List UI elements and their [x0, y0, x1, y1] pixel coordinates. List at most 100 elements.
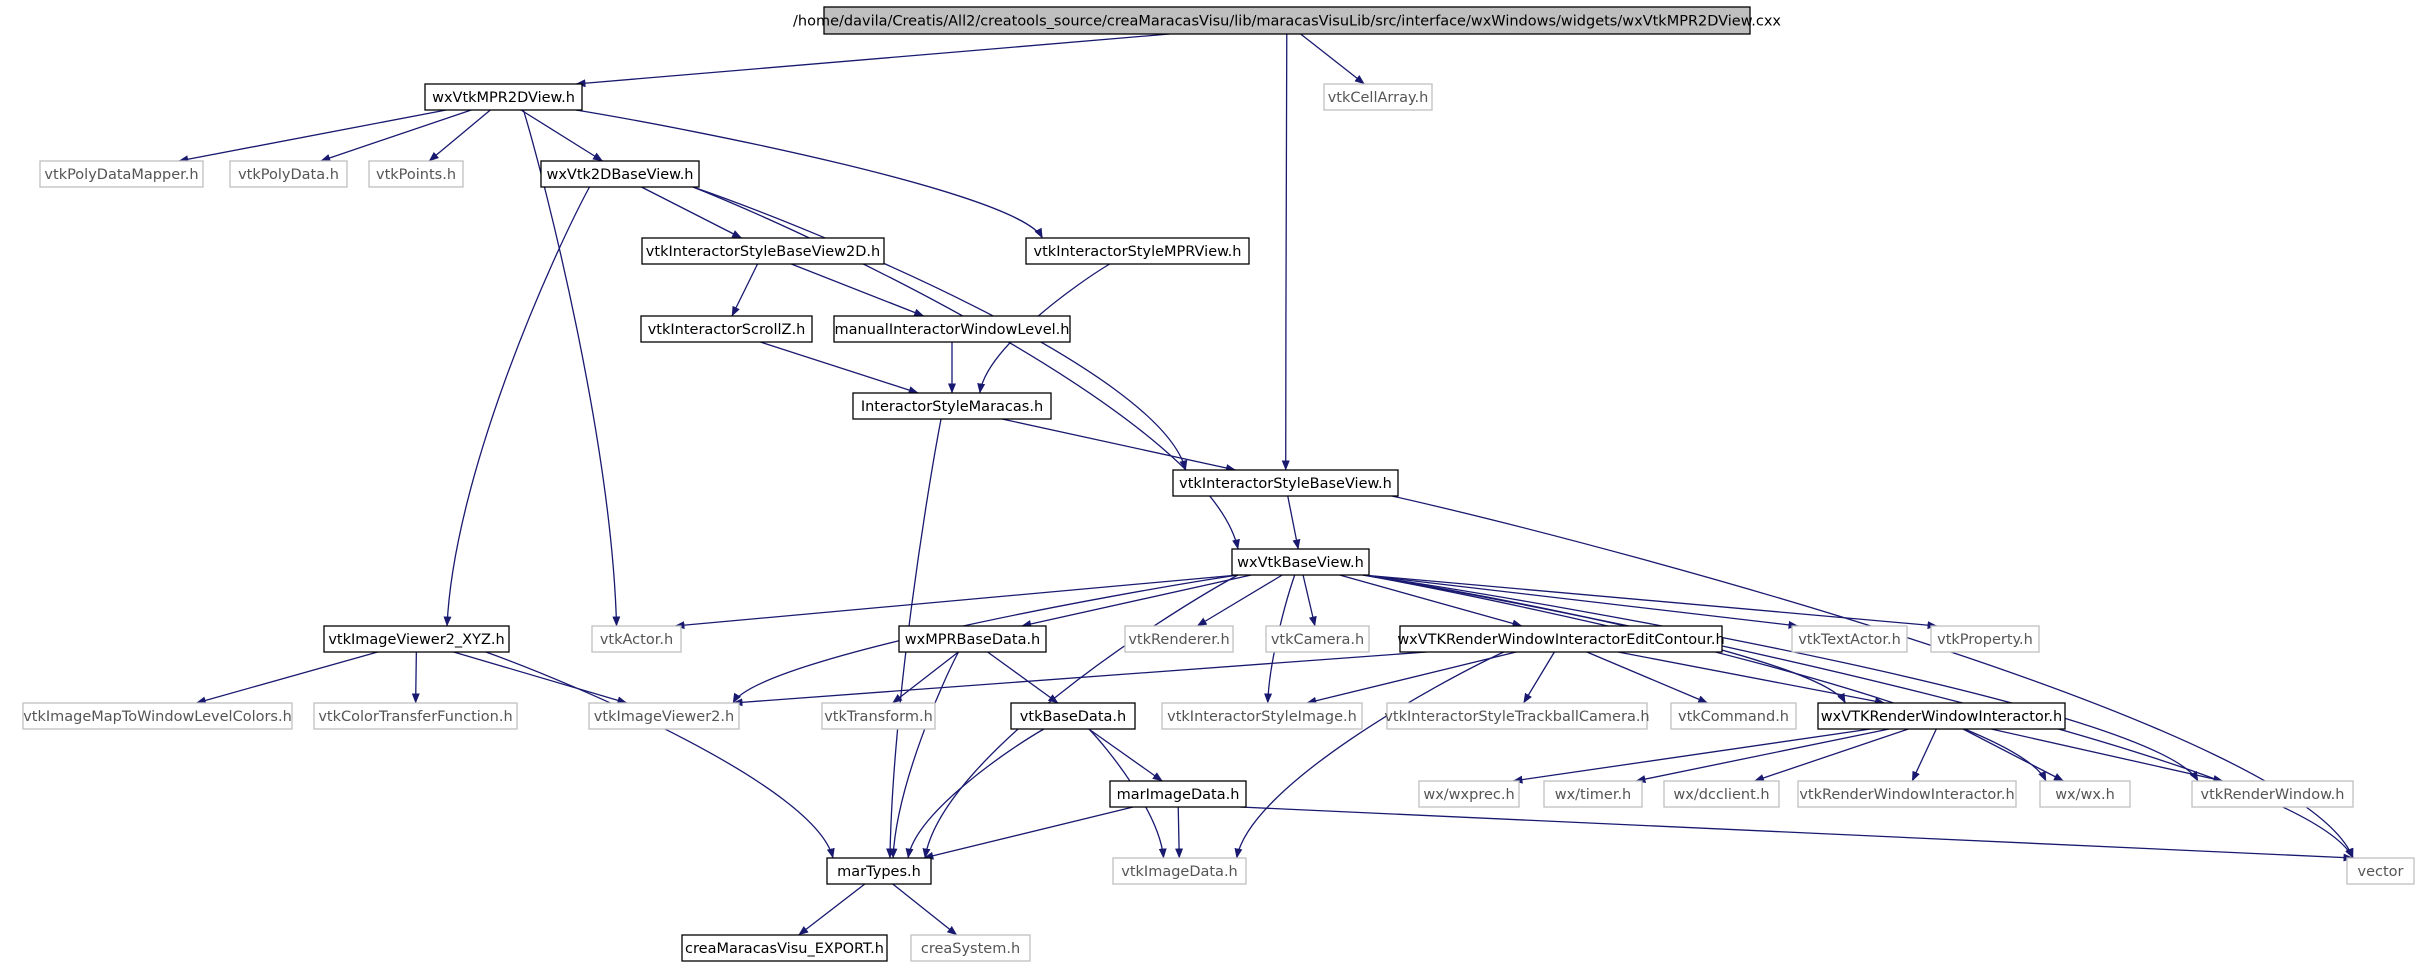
- node-box: [1797, 780, 2017, 808]
- node-vtk-interactor-style-trackball-camera[interactable]: vtkInteractorStyleTrackballCamera.h: [1384, 702, 1650, 730]
- node-root[interactable]: /home/davila/Creatis/All2/creatools_sour…: [793, 6, 1781, 35]
- node-box: [540, 160, 700, 188]
- node-wx-vtkrender-window-interactor-edit-contour[interactable]: wxVTKRenderWindowInteractorEditContour.h: [1397, 625, 1725, 653]
- edge-wx-vtk-mpr2-dview-to-wx-vtk2-dbase-view: [520, 109, 603, 162]
- edge-wx-vtk-base-view-to-wx-vtkrender-window-interactor-edit-contour: [1339, 574, 1523, 628]
- node-vtk-interactor-style-base-view[interactable]: vtkInteractorStyleBaseView.h: [1172, 469, 1399, 497]
- edge-vtk-image-viewer2-xyz-to-vtk-image-viewer2: [453, 651, 628, 705]
- node-vtk-renderer[interactable]: vtkRenderer.h: [1124, 625, 1234, 653]
- node-vector[interactable]: vector: [2346, 857, 2415, 885]
- node-vtk-command[interactable]: vtkCommand.h: [1670, 702, 1797, 730]
- edge-wx-vtk-base-view-to-wxwx: [1362, 574, 2047, 782]
- node-vtk-camera[interactable]: vtkCamera.h: [1265, 625, 1370, 653]
- node-label: vtkCamera.h: [1271, 632, 1364, 648]
- edge-wx-vtk-base-view-to-vtk-property: [1362, 574, 1938, 630]
- edge-wx-vtk-mpr2-dview-to-vtk-points: [428, 109, 491, 162]
- node-crea-maracas-visu-export[interactable]: creaMaracasVisu_EXPORT.h: [681, 934, 888, 962]
- node-wx-vtk-mpr2-dview[interactable]: wxVtkMPR2DView.h: [424, 83, 583, 111]
- node-label: wxVTKRenderWindowInteractorEditContour.h: [1397, 632, 1724, 648]
- node-label: InteractorStyleMaracas.h: [861, 399, 1043, 415]
- node-label: vtkInteractorScrollZ.h: [648, 322, 806, 338]
- node-box: [2346, 857, 2415, 885]
- node-wx-vtk2-dbase-view[interactable]: wxVtk2DBaseView.h: [540, 160, 700, 188]
- node-vtk-color-transfer-function[interactable]: vtkColorTransferFunction.h: [313, 702, 518, 730]
- node-box: [1418, 780, 1520, 808]
- edge-wx-vtk2-dbase-view-to-vtk-interactor-style-base-view: [692, 186, 1188, 471]
- edge-wx-vtk-base-view-to-vector: [1362, 574, 2354, 859]
- node-label: wxVtkMPR2DView.h: [432, 90, 575, 106]
- node-wx-vtk-base-view[interactable]: wxVtkBaseView.h: [1231, 548, 1370, 576]
- node-label: vtkProperty.h: [1937, 632, 2033, 648]
- node-mar-image-data[interactable]: marImageData.h: [1109, 780, 1247, 808]
- node-vtk-render-window[interactable]: vtkRenderWindow.h: [2191, 780, 2354, 808]
- node-wx-vtkrender-window-interactor[interactable]: wxVTKRenderWindowInteractor.h: [1817, 702, 2066, 730]
- node-vtk-base-data[interactable]: vtkBaseData.h: [1010, 702, 1136, 730]
- node-box: [1172, 469, 1399, 497]
- node-mar-types[interactable]: marTypes.h: [826, 857, 932, 885]
- node-wxwxprec[interactable]: wx/wxprec.h: [1418, 780, 1520, 808]
- edge-wx-vtkrender-window-interactor-edit-contour-to-wx-vtkrender-window-interactor: [1617, 651, 1885, 706]
- node-label: vtkPolyData.h: [238, 167, 339, 183]
- edge-wx-vtk-base-view-to-vtk-render-window: [1362, 574, 2199, 782]
- node-wx-mprbase-data[interactable]: wxMPRBaseData.h: [898, 625, 1047, 653]
- edge-vtk-interactor-style-base-view-to-wx-vtk-base-view: [1287, 495, 1301, 550]
- node-vtk-image-map-to-window-level-colors[interactable]: vtkImageMapToWindowLevelColors.h: [22, 702, 293, 730]
- edge-mar-types-to-crea-maracas-visu-export: [798, 883, 866, 936]
- node-label: vtkInteractorStyleBaseView.h: [1179, 476, 1392, 492]
- node-box: [1817, 702, 2066, 730]
- node-vtk-text-actor[interactable]: vtkTextActor.h: [1791, 625, 1908, 653]
- node-label: wxVTKRenderWindowInteractor.h: [1821, 709, 2062, 725]
- edge-wx-vtk-mpr2-dview-to-vtk-interactor-style-mprview: [575, 109, 1043, 239]
- edge-wx-vtkrender-window-interactor-to-vtk-render-window-interactor: [1911, 728, 1937, 782]
- node-box: [1025, 237, 1250, 265]
- node-box: [1791, 625, 1908, 653]
- edge-wx-vtk-base-view-to-vtk-renderer: [1196, 574, 1283, 627]
- node-label: vtkColorTransferFunction.h: [318, 709, 512, 725]
- node-wxwx[interactable]: wx/wx.h: [2039, 780, 2131, 808]
- node-wxtimer[interactable]: wx/timer.h: [1543, 780, 1643, 808]
- edge-wx-vtk2-dbase-view-to-vtk-image-viewer2-xyz: [443, 186, 591, 627]
- node-vtk-property[interactable]: vtkProperty.h: [1930, 625, 2040, 653]
- node-manual-interactor-window-level[interactable]: manualInteractorWindowLevel.h: [833, 315, 1071, 343]
- node-label: vtkActor.h: [600, 632, 673, 648]
- node-vtk-interactor-style-base-view2-d[interactable]: vtkInteractorStyleBaseView2D.h: [641, 237, 885, 265]
- node-vtk-poly-data-mapper[interactable]: vtkPolyDataMapper.h: [39, 160, 204, 188]
- node-vtk-interactor-style-mprview[interactable]: vtkInteractorStyleMPRView.h: [1025, 237, 1250, 265]
- edge-wx-vtk-mpr2-dview-to-vtk-poly-data-mapper: [178, 109, 447, 164]
- node-vtk-image-viewer2-xyz[interactable]: vtkImageViewer2_XYZ.h: [323, 625, 510, 653]
- node-label: wxVtkBaseView.h: [1237, 555, 1364, 571]
- edge-vtk-image-viewer2-xyz-to-vtk-color-transfer-function: [411, 651, 420, 704]
- node-vtk-image-data[interactable]: vtkImageData.h: [1112, 857, 1247, 885]
- node-label: wx/wxprec.h: [1423, 787, 1514, 803]
- node-vtk-image-viewer2[interactable]: vtkImageViewer2.h: [588, 702, 740, 730]
- node-box: [2191, 780, 2354, 808]
- edge-mar-image-data-to-vtk-image-data: [1175, 806, 1184, 859]
- node-box: [1399, 625, 1723, 653]
- node-vtk-actor[interactable]: vtkActor.h: [591, 625, 682, 653]
- edge-vtk-interactor-scroll-z-to-interactor-style-maracas: [760, 341, 919, 394]
- nodes-layer: /home/davila/Creatis/All2/creatools_sour…: [22, 6, 2415, 962]
- node-vtk-render-window-interactor[interactable]: vtkRenderWindowInteractor.h: [1797, 780, 2017, 808]
- node-vtk-transform[interactable]: vtkTransform.h: [821, 702, 936, 730]
- node-vtk-poly-data[interactable]: vtkPolyData.h: [229, 160, 348, 188]
- node-box: [852, 392, 1052, 420]
- node-label: vtkBaseData.h: [1020, 709, 1126, 725]
- edge-vtk-interactor-style-base-view2-d-to-vtk-interactor-scroll-z: [731, 263, 759, 317]
- node-wxdcclient[interactable]: wx/dcclient.h: [1663, 780, 1780, 808]
- node-box: [323, 625, 510, 653]
- node-label: vtkCommand.h: [1678, 709, 1789, 725]
- node-crea-system[interactable]: creaSystem.h: [910, 934, 1031, 962]
- node-box: [821, 702, 936, 730]
- node-box: [898, 625, 1047, 653]
- node-box: [833, 315, 1071, 343]
- node-label: vtkImageViewer2.h: [594, 709, 734, 725]
- node-vtk-interactor-scroll-z[interactable]: vtkInteractorScrollZ.h: [640, 315, 813, 343]
- node-vtk-cell-array[interactable]: vtkCellArray.h: [1323, 83, 1433, 111]
- node-box: [1109, 780, 1247, 808]
- node-label: /home/davila/Creatis/All2/creatools_sour…: [793, 14, 1781, 30]
- node-vtk-interactor-style-image[interactable]: vtkInteractorStyleImage.h: [1161, 702, 1363, 730]
- node-label: vtkInteractorStyleTrackballCamera.h: [1384, 709, 1649, 725]
- node-interactor-style-maracas[interactable]: InteractorStyleMaracas.h: [852, 392, 1052, 420]
- node-vtk-points[interactable]: vtkPoints.h: [368, 160, 464, 188]
